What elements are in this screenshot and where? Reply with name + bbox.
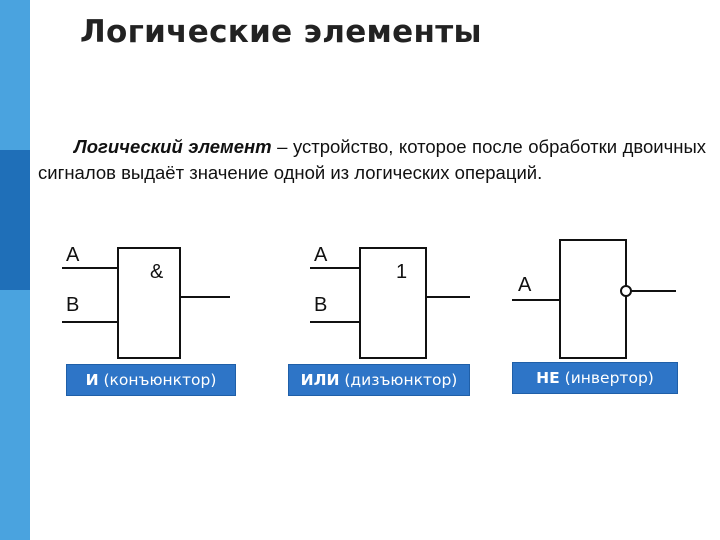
or-gate-symbol: 1 [396,261,408,283]
and-input-a-label: A [66,244,80,266]
or-gate-body [359,247,427,359]
not-caption-name: НЕ [536,369,560,387]
or-caption: ИЛИ (дизъюнктор) [288,364,470,396]
or-caption-desc: (дизъюнктор) [339,371,458,389]
sidebar-accent-block [0,150,30,290]
definition-text: – устройство, которое после обработки дв… [38,136,707,183]
or-input-a-label: A [314,244,328,266]
definition-paragraph: Логический элемент – устройство, которое… [38,134,706,186]
and-gate-symbol: & [150,261,164,283]
or-caption-name: ИЛИ [300,371,340,389]
not-caption-desc: (инвертор) [559,369,654,387]
or-input-b-label: B [314,294,328,316]
not-gate-body [559,239,627,359]
not-input-a-label: A [518,274,532,296]
and-caption-name: И [85,371,99,389]
definition-term: Логический элемент [74,136,272,157]
not-caption: НЕ (инвертор) [512,362,678,394]
and-gate-body [117,247,181,359]
not-inversion-circle [620,285,632,297]
and-caption-desc: (конъюнктор) [98,371,217,389]
and-input-b-label: B [66,294,80,316]
and-caption: И (конъюнктор) [66,364,236,396]
page-title: Логические элементы [80,14,482,50]
